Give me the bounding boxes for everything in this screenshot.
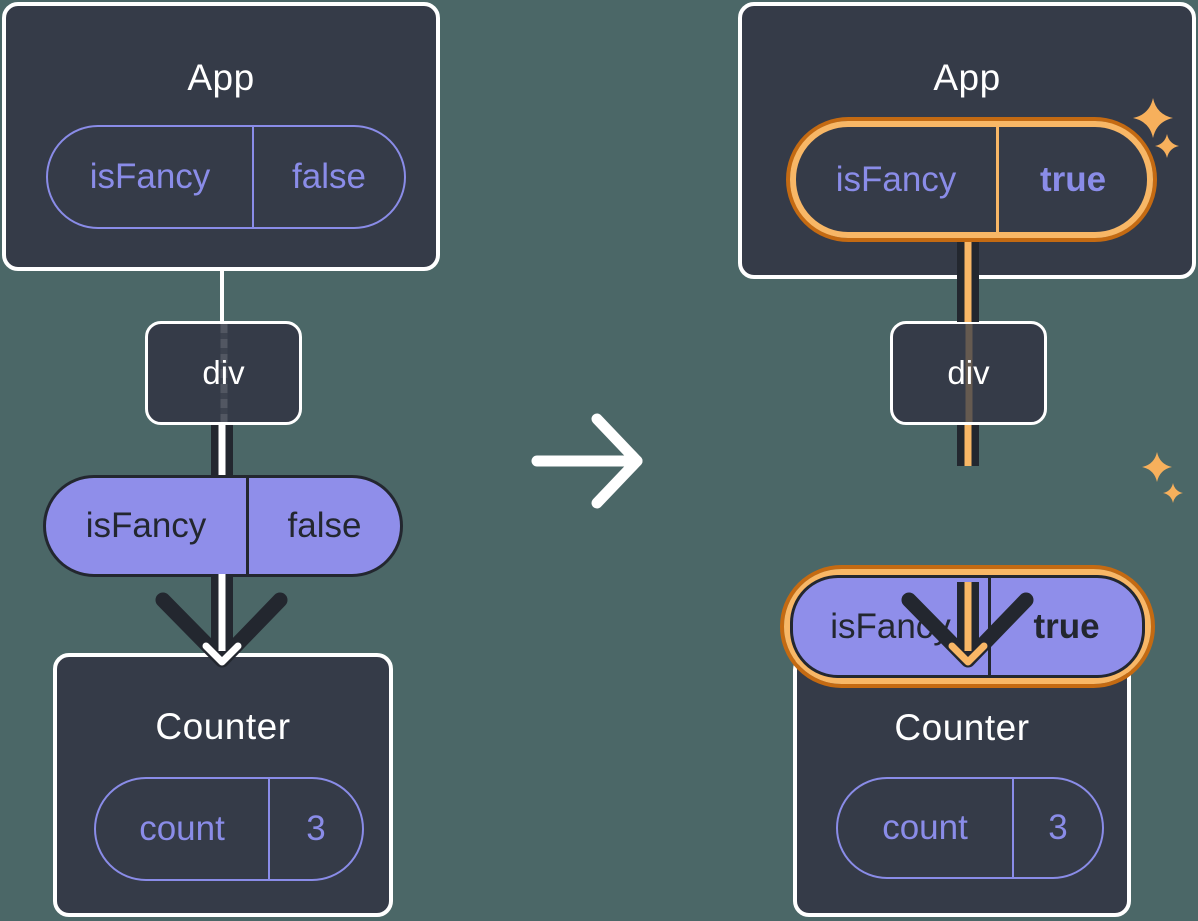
right-arrow-icon — [531, 413, 643, 509]
state-flow-line — [957, 236, 979, 322]
state-name: count — [139, 809, 225, 848]
state-name: count — [882, 808, 968, 847]
connector-line — [220, 271, 224, 322]
component-title: App — [933, 57, 1001, 98]
state-value: 3 — [306, 809, 326, 848]
state-value: false — [292, 157, 366, 196]
count-pill: count 3 — [836, 777, 1104, 879]
app-card-before: App isFancy false — [2, 2, 440, 271]
counter-card-before: Counter count 3 — [53, 653, 393, 917]
div-node-before: div — [145, 321, 302, 425]
component-title: App — [187, 57, 255, 98]
pass-through-line — [965, 324, 972, 422]
down-arrow-icon — [155, 574, 288, 668]
app-card-after: App isFancy true — [738, 2, 1196, 279]
state-value: true — [1039, 159, 1107, 199]
pill-divider — [1012, 779, 1014, 877]
component-title: Counter — [155, 706, 291, 747]
highlight-ring-band: isFancy true — [790, 121, 1153, 238]
state-pill: isFancy false — [46, 125, 406, 229]
prop-flow-line — [211, 425, 233, 476]
state-value: 3 — [1048, 808, 1068, 847]
state-pill: isFancy true — [796, 127, 1147, 232]
prop-value: false — [287, 506, 362, 545]
pill-divider — [268, 779, 270, 879]
pill-divider — [988, 578, 991, 675]
pill-divider — [252, 127, 254, 227]
pass-through-line — [220, 324, 227, 422]
pill-divider — [996, 127, 999, 232]
sparkle-icon — [1142, 452, 1183, 503]
pill-divider — [246, 478, 249, 574]
down-arrow-icon — [901, 582, 1034, 668]
state-name: isFancy — [89, 157, 211, 196]
sparkle-icon — [1133, 98, 1179, 158]
prop-name: isFancy — [85, 506, 207, 545]
prop-value: true — [1033, 606, 1100, 646]
div-node-after: div — [890, 321, 1047, 425]
count-pill: count 3 — [94, 777, 364, 881]
div-label: div — [947, 354, 990, 391]
counter-card-after: Counter count 3 — [793, 654, 1131, 917]
component-title: Counter — [894, 707, 1030, 748]
prop-flow-line — [957, 425, 979, 466]
state-name: isFancy — [835, 159, 957, 199]
highlight-ring: isFancy true — [786, 117, 1157, 242]
prop-pill-before: isFancy false — [43, 475, 403, 577]
div-label: div — [202, 354, 245, 391]
